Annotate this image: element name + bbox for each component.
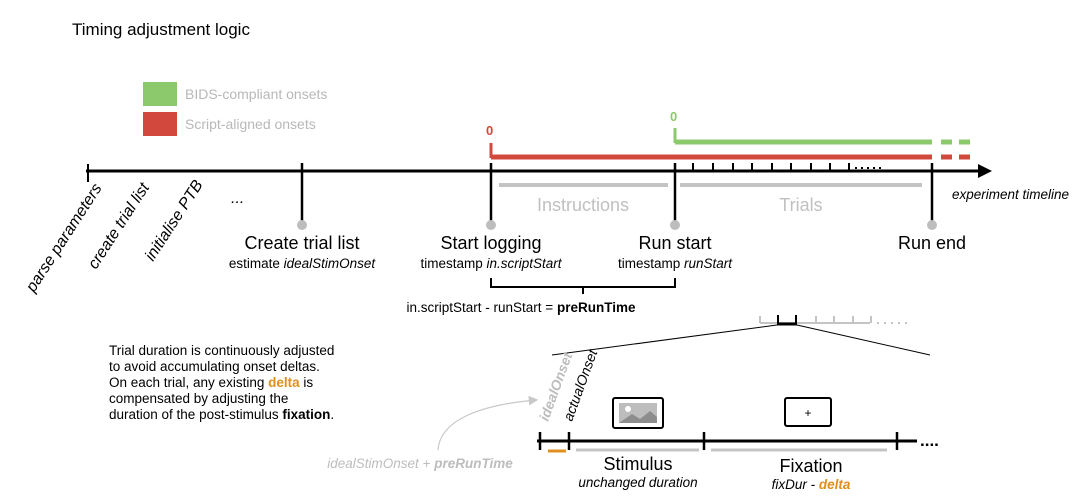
run-start-title: Run start bbox=[638, 233, 711, 253]
fixation-label: Fixation bbox=[779, 456, 842, 476]
svg-text:Trial duration is continuously: Trial duration is continuously adjusted bbox=[109, 343, 334, 358]
ideal-stim-onset-formula: idealStimOnset + preRunTime bbox=[327, 456, 513, 471]
create-trial-list-sub: estimate idealStimOnset bbox=[229, 256, 377, 271]
svg-text:compensated by adjusting the: compensated by adjusting the bbox=[109, 391, 288, 406]
fixation-sub-label: fixDur - delta bbox=[772, 477, 851, 492]
svg-text:+: + bbox=[804, 406, 811, 420]
bids-zero-label: 0 bbox=[670, 109, 677, 124]
stimulus-label: Stimulus bbox=[603, 454, 672, 474]
create-trial-list-title: Create trial list bbox=[244, 233, 359, 253]
svg-text:to avoid accumulating onset de: to avoid accumulating onset deltas. bbox=[109, 359, 320, 374]
legend-bids-swatch bbox=[143, 82, 177, 106]
script-zero-label: 0 bbox=[486, 123, 493, 138]
svg-text:On each trial, any existing de: On each trial, any existing delta is bbox=[109, 375, 313, 390]
prerun-bracket bbox=[490, 278, 676, 288]
script-onset-bar bbox=[489, 143, 970, 160]
ideal-onset-arrow bbox=[437, 395, 539, 451]
prerun-equation: in.scriptStart - runStart = preRunTime bbox=[407, 300, 636, 315]
zoom-line-left bbox=[551, 324, 778, 356]
trial-detail-timeline bbox=[537, 432, 917, 450]
stimulus-image-icon bbox=[612, 397, 664, 429]
event-run-end-marker bbox=[927, 163, 937, 230]
bids-onset-bar bbox=[673, 128, 970, 145]
event-run-start-marker bbox=[670, 163, 680, 230]
start-logging-sub: timestamp in.scriptStart bbox=[420, 256, 562, 271]
legend-script-swatch bbox=[143, 112, 177, 136]
run-end-title: Run end bbox=[898, 233, 966, 253]
event-create-trial-list-marker bbox=[297, 163, 307, 230]
start-logging-title: Start logging bbox=[440, 233, 541, 253]
stimulus-sub-label: unchanged duration bbox=[578, 475, 697, 490]
trial-ticks bbox=[692, 163, 881, 171]
legend-script-label: Script-aligned onsets bbox=[185, 116, 316, 132]
setup-step-ellipsis: ... bbox=[231, 190, 244, 207]
diagram-title: Timing adjustment logic bbox=[72, 20, 250, 39]
description-paragraph: Trial duration is continuously adjusted … bbox=[109, 343, 334, 422]
trial-detail-ellipsis: .... bbox=[920, 431, 939, 450]
timeline-label: experiment timeline bbox=[952, 187, 1069, 202]
event-start-logging-marker bbox=[486, 163, 496, 230]
experiment-timeline-axis bbox=[86, 164, 992, 182]
fixation-cross-icon: + bbox=[784, 397, 832, 427]
legend-bids-label: BIDS-compliant onsets bbox=[185, 86, 327, 102]
trials-phase-label: Trials bbox=[779, 195, 822, 215]
zoom-line-right bbox=[796, 324, 931, 356]
svg-text:duration of the post-stimulus: duration of the post-stimulus fixation. bbox=[109, 407, 334, 422]
run-start-sub: timestamp runStart bbox=[618, 256, 733, 271]
setup-step-parse-parameters: parse parameters bbox=[23, 181, 106, 296]
instructions-phase-label: Instructions bbox=[537, 195, 629, 215]
zoom-mini-timeline bbox=[759, 315, 907, 326]
